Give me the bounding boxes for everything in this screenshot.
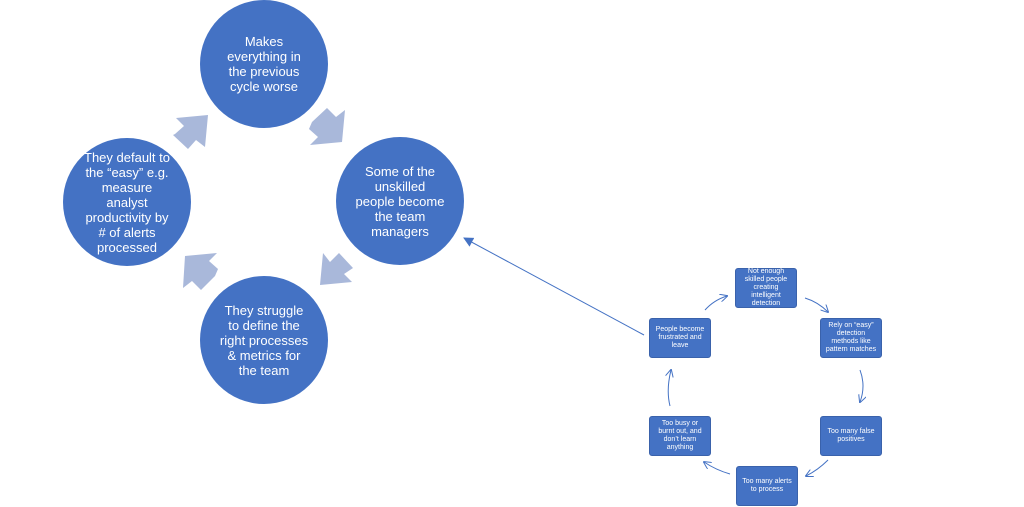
connector-long-arrow xyxy=(463,237,645,336)
small-arrow-5 xyxy=(668,370,671,407)
small-node-1: Not enough skilled people creating intel… xyxy=(735,268,797,308)
small-node-6: People become frustrated and leave xyxy=(649,318,711,358)
big-node-4: They default to the “easy” e.g. measure … xyxy=(63,138,191,266)
fat-arrow-top-left xyxy=(173,115,208,149)
fat-arrow-bottom-left xyxy=(183,253,218,290)
small-arrow-1 xyxy=(804,297,828,312)
small-node-2: Rely on “easy” detection methods like pa… xyxy=(820,318,882,358)
fat-arrow-top-right xyxy=(309,108,345,145)
small-node-3: Too many false positives xyxy=(820,416,882,456)
big-node-1: Makes everything in the previous cycle w… xyxy=(200,0,328,128)
small-node-4: Too many alerts to process xyxy=(736,466,798,506)
small-node-5: Too busy or burnt out, and don’t learn a… xyxy=(649,416,711,456)
big-node-3: They struggle to define the right proces… xyxy=(200,276,328,404)
small-arrow-6 xyxy=(704,296,727,311)
fat-arrow-bottom-right xyxy=(320,253,353,285)
small-arrow-2 xyxy=(860,369,863,402)
big-node-2: Some of the unskilled people become the … xyxy=(336,137,464,265)
small-arrow-3 xyxy=(806,459,829,476)
small-arrow-4 xyxy=(704,462,731,475)
